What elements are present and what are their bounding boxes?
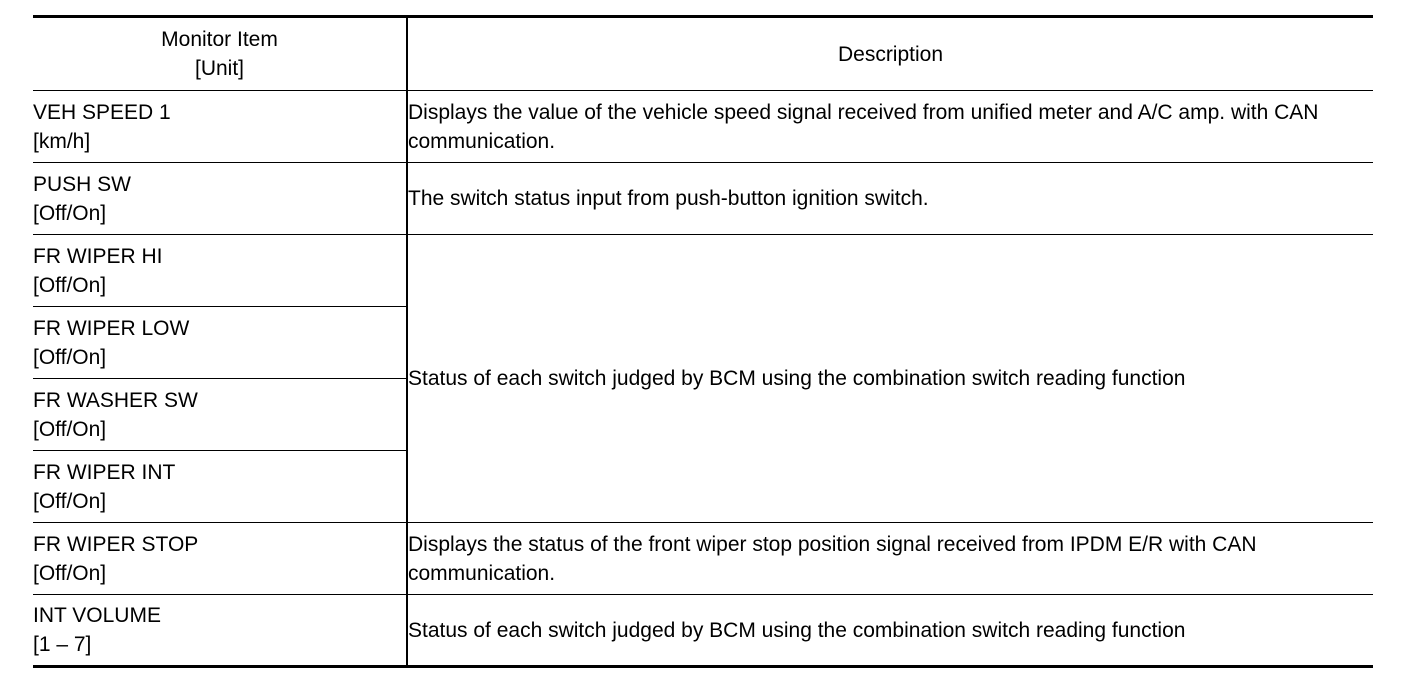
monitor-item-name: PUSH SW [33, 172, 132, 196]
monitor-item-name: FR WIPER HI [33, 244, 163, 268]
monitor-item-unit: [Off/On] [33, 273, 107, 297]
table-row: FR WASHER SW [Off/On] [33, 378, 1373, 451]
monitor-item-name: FR WIPER STOP [33, 532, 199, 556]
table-row: PUSH SW [Off/On] The switch status input… [33, 162, 1373, 235]
description-cell: Status of each switch judged by BCM usin… [407, 234, 1373, 523]
table-row: FR WIPER INT [Off/On] [33, 450, 1373, 523]
table-row: FR WIPER LOW [Off/On] [33, 306, 1373, 379]
table-row: FR WIPER HI [Off/On] Status of each swit… [33, 234, 1373, 523]
header-description: Description [407, 15, 1373, 91]
monitor-item-unit: [1 – 7] [33, 633, 92, 656]
monitor-item-name: INT VOLUME [33, 604, 161, 627]
monitor-item-name: FR WIPER INT [33, 460, 176, 484]
monitor-item-unit: [km/h] [33, 129, 91, 153]
monitor-item-cell: FR WIPER STOP [Off/On] [33, 522, 408, 595]
description-cell: Displays the value of the vehicle speed … [407, 90, 1373, 163]
description-cell: The switch status input from push-button… [407, 162, 1373, 235]
monitor-item-unit: [Off/On] [33, 561, 107, 585]
table-row: FR WIPER STOP [Off/On] Displays the stat… [33, 522, 1373, 595]
monitor-item-cell: INT VOLUME [1 – 7] [33, 594, 408, 668]
monitor-item-name: FR WASHER SW [33, 388, 198, 412]
table-row: VEH SPEED 1 [km/h] Displays the value of… [33, 90, 1373, 163]
monitor-item-cell: FR WIPER LOW [Off/On] [33, 306, 408, 379]
header-monitor-item: Monitor Item [Unit] [33, 15, 408, 91]
monitor-item-name: FR WIPER LOW [33, 316, 190, 340]
header-monitor-item-label: Monitor Item [161, 28, 278, 51]
header-unit-label: [Unit] [194, 57, 244, 80]
description-cell: Displays the status of the front wiper s… [407, 522, 1373, 595]
monitor-item-cell: FR WASHER SW [Off/On] [33, 378, 408, 451]
monitor-item-unit: [Off/On] [33, 345, 107, 369]
monitor-item-cell: FR WIPER HI [Off/On] [33, 234, 408, 307]
monitor-item-cell: FR WIPER INT [Off/On] [33, 450, 408, 523]
table-header-row: Monitor Item [Unit] Description [33, 15, 1373, 91]
monitor-item-unit: [Off/On] [33, 201, 107, 225]
description-cell: Status of each switch judged by BCM usin… [407, 594, 1373, 668]
table-row: INT VOLUME [1 – 7] Status of each switch… [33, 594, 1373, 668]
monitor-item-name: VEH SPEED 1 [33, 100, 171, 124]
monitor-item-table: Monitor Item [Unit] Description VEH SPEE… [33, 15, 1373, 668]
monitor-item-cell: PUSH SW [Off/On] [33, 162, 408, 235]
monitor-item-unit: [Off/On] [33, 489, 107, 513]
monitor-item-unit: [Off/On] [33, 417, 107, 441]
monitor-item-cell: VEH SPEED 1 [km/h] [33, 90, 408, 163]
